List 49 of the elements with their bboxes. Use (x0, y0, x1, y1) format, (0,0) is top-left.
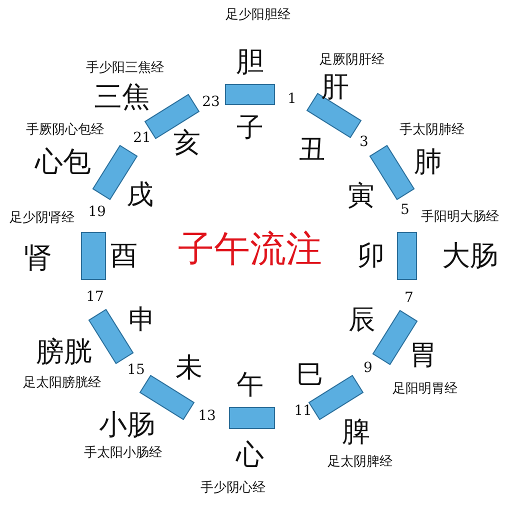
organ-label: 大肠 (442, 242, 498, 270)
meridian-label: 足厥阴肝经 (320, 54, 384, 66)
branch-label: 午 (236, 372, 264, 398)
branch-label: 巳 (296, 362, 324, 388)
hour-number: 15 (127, 363, 145, 377)
meridian-label: 手太阳小肠经 (84, 446, 162, 460)
hour-number: 9 (364, 361, 372, 375)
organ-label: 肝 (321, 73, 349, 101)
organ-label: 肾 (24, 244, 52, 272)
meridian-label: 足少阴肾经 (10, 212, 74, 224)
meridian-label: 手少阴心经 (200, 482, 266, 494)
organ-label: 小肠 (99, 411, 155, 439)
hour-number: 7 (404, 291, 414, 305)
meridian-label: 手厥阴心包经 (26, 124, 104, 136)
organ-label: 胆 (236, 48, 264, 76)
title: 子午流注 (178, 232, 322, 268)
hour-number: 17 (86, 290, 104, 304)
organ-label: 三焦 (94, 83, 150, 111)
hour-number: 23 (202, 95, 220, 109)
meridian-label: 足太阴脾经 (328, 456, 392, 468)
branch-label: 未 (176, 354, 202, 382)
branch-label: 辰 (348, 306, 376, 334)
hour-number: 13 (198, 409, 216, 423)
meridian-label: 手太阴肺经 (400, 124, 464, 136)
branch-label: 卯 (358, 242, 384, 270)
meridian-label: 足太阳膀胱经 (23, 376, 101, 390)
organ-label: 胃 (409, 341, 437, 369)
branch-label: 申 (128, 306, 156, 334)
organ-label: 脾 (342, 418, 370, 446)
meridian-label: 足阳明胃经 (392, 382, 458, 396)
branch-label: 寅 (348, 182, 374, 210)
branch-label: 亥 (174, 130, 200, 156)
branch-label: 丑 (298, 136, 326, 164)
hour-number: 21 (133, 131, 151, 145)
meridian-label: 足少阳胆经 (226, 8, 290, 22)
branch-label: 戌 (126, 182, 154, 208)
branch-label: 酉 (110, 242, 138, 270)
hour-number: 11 (294, 404, 312, 418)
hour-number: 1 (288, 92, 296, 106)
hour-number: 3 (360, 135, 368, 149)
meridian-label: 手少阳三焦经 (86, 62, 164, 74)
branch-label: 子 (236, 114, 264, 142)
hour-number: 5 (400, 203, 410, 217)
hour-number: 19 (88, 205, 106, 219)
organ-label: 心 (236, 441, 264, 469)
meridian-label: 手阳明大肠经 (421, 210, 499, 224)
organ-label: 肺 (414, 148, 442, 176)
organ-label: 膀胱 (36, 338, 92, 366)
organ-label: 心包 (35, 148, 91, 176)
